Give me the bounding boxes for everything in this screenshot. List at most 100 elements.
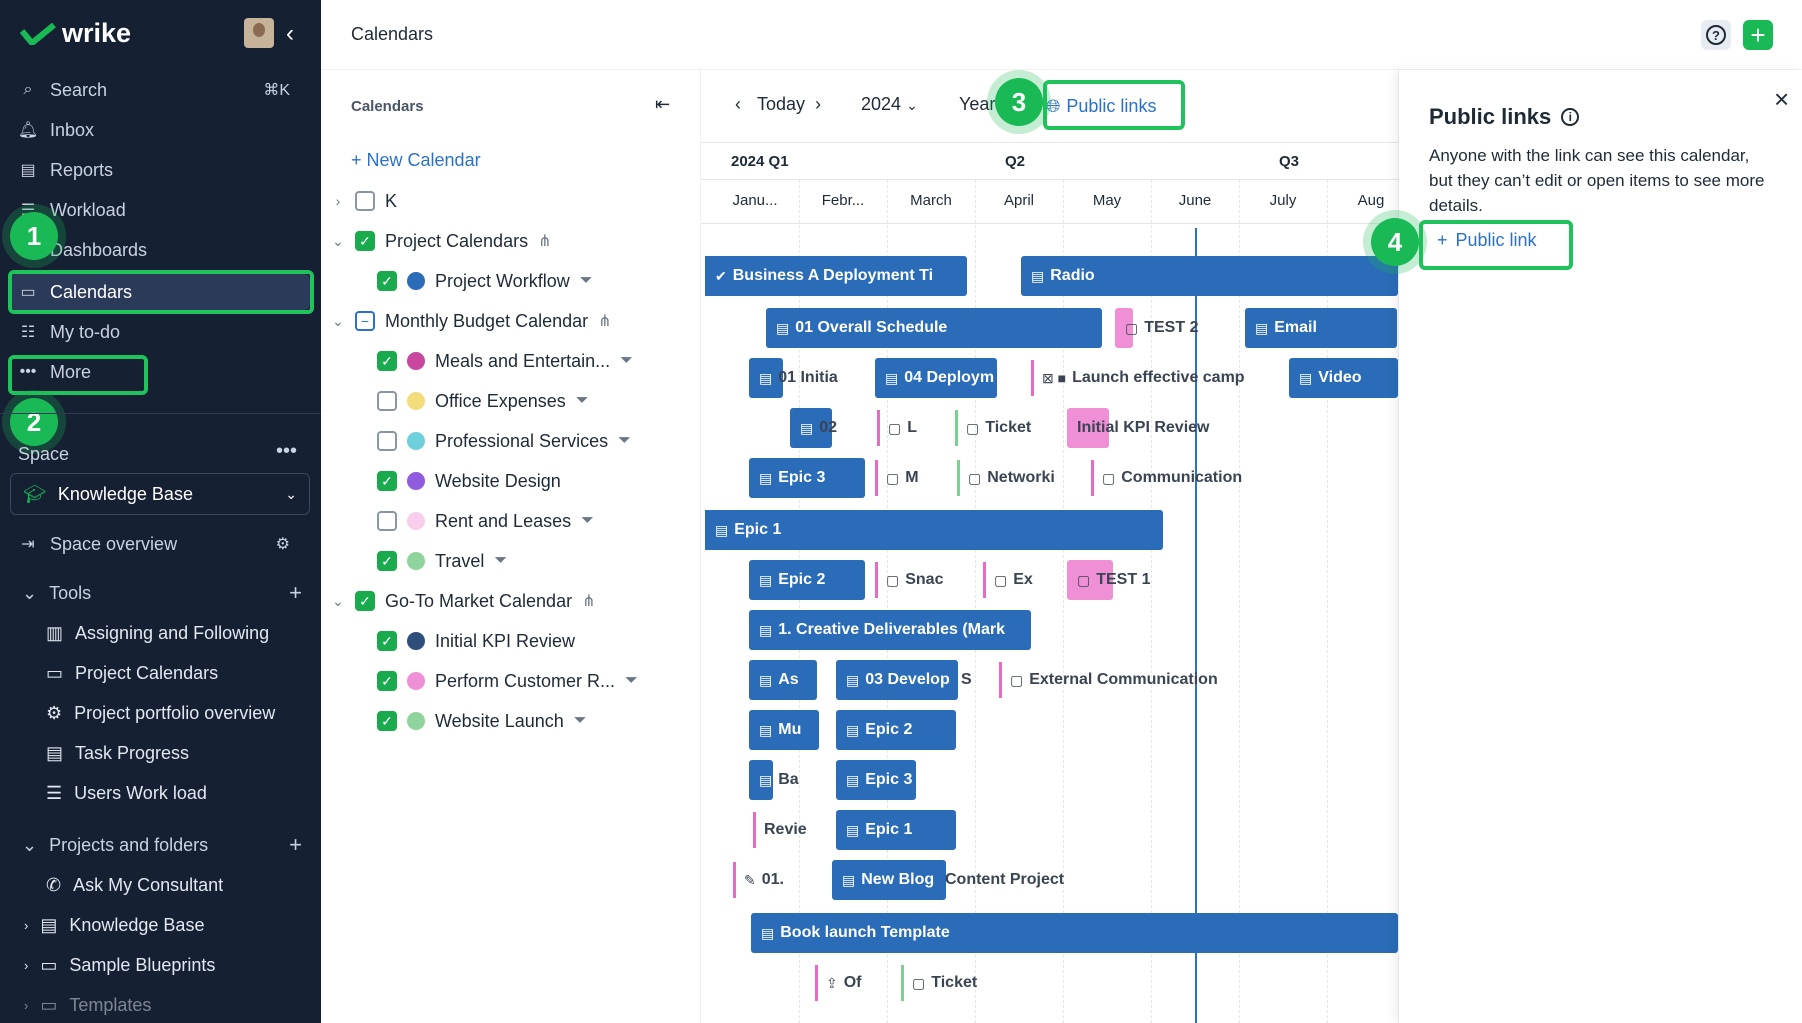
timeline-bar[interactable]: ▤04 Deploym <box>875 358 997 398</box>
timeline-bar[interactable] <box>1115 308 1133 348</box>
nav-workload[interactable]: ☰ Workload <box>18 192 308 228</box>
nav-reports[interactable]: ▤ Reports <box>18 152 308 188</box>
timeline-task[interactable]: ▢External Communication <box>999 662 1218 698</box>
filter-icon[interactable]: ⏷ <box>579 272 593 289</box>
tool-item[interactable]: ☰Users Work load <box>46 776 207 810</box>
timeline-task[interactable]: ▢TEST 2 <box>1117 310 1198 346</box>
share-icon[interactable]: ⋔ <box>582 593 596 610</box>
timeline-task[interactable]: ▢Ticket <box>955 410 1031 446</box>
checkbox[interactable] <box>377 511 397 531</box>
project-item[interactable]: ›▭Templates <box>24 988 151 1022</box>
calendar-row[interactable]: ✓Website Design <box>377 464 561 498</box>
timeline-bar[interactable] <box>1067 408 1109 448</box>
nav-my-todo[interactable]: ☷ My to-do <box>18 314 308 350</box>
calendar-row[interactable]: ⌄−Monthly Budget Calendar⋔ <box>331 304 612 338</box>
filter-icon[interactable]: ⏷ <box>618 432 631 449</box>
timeline-task[interactable]: ✎01. <box>733 862 784 898</box>
calendar-row[interactable]: ⌄✓Go-To Market Calendar⋔ <box>331 584 595 618</box>
filter-icon[interactable]: ⏷ <box>620 352 633 369</box>
add-project-icon[interactable]: + <box>289 832 302 857</box>
public-links-button[interactable]: 🌐︎Public links <box>1046 90 1156 122</box>
add-tool-icon[interactable]: + <box>289 580 302 605</box>
calendar-row[interactable]: Office Expenses⏷ <box>377 384 589 418</box>
timeline-bar[interactable]: ▤03 Develop <box>836 660 958 700</box>
timeline-bar[interactable]: ▤Epic 1 <box>836 810 956 850</box>
add-public-link-button[interactable]: +Public link <box>1437 230 1537 251</box>
calendar-row[interactable]: Professional Services⏷ <box>377 424 631 458</box>
today-button[interactable]: Today <box>757 94 806 114</box>
timeline-bar[interactable] <box>1067 560 1113 600</box>
timeline-task[interactable]: ▢Snac <box>875 562 943 598</box>
chevron-down-icon[interactable]: ⌄ <box>332 592 344 609</box>
nav-calendars[interactable]: ▭ Calendars <box>10 274 310 310</box>
checkbox[interactable] <box>377 391 397 411</box>
tool-item[interactable]: ▭Project Calendars <box>46 656 218 690</box>
timeline-task[interactable]: ▢L <box>877 410 917 446</box>
timeline-bar[interactable]: ▤Epic 3 <box>749 458 865 498</box>
checkbox[interactable]: ✓ <box>377 271 397 291</box>
project-item[interactable]: ›▭Sample Blueprints <box>24 948 215 982</box>
collapse-sidebar-icon[interactable]: ‹ <box>286 20 294 47</box>
timeline-task[interactable]: ▢M <box>875 460 919 496</box>
projects-section[interactable]: ⌄ Projects and folders + <box>22 828 302 862</box>
year-selector[interactable]: 2024 ⌄ <box>861 94 918 115</box>
tool-item[interactable]: ⚙︎Project portfolio overview <box>46 696 275 730</box>
timeline-task[interactable]: ▢TEST 1 <box>1069 562 1150 598</box>
project-item[interactable]: ✆Ask My Consultant <box>46 868 223 902</box>
nav-dashboards[interactable]: ▦ Dashboards <box>18 232 308 268</box>
checkbox[interactable]: − <box>355 311 375 331</box>
timeline-bar[interactable]: ▤Radio <box>1021 256 1398 296</box>
timeline-bar[interactable]: ▤Ba <box>749 760 799 800</box>
timeline-task[interactable]: Revie <box>753 812 807 848</box>
timeline-task[interactable]: S <box>953 662 972 698</box>
close-icon[interactable]: × <box>1774 84 1790 114</box>
checkbox[interactable]: ✓ <box>377 631 397 651</box>
checkbox[interactable]: ✓ <box>355 231 375 251</box>
nav-more[interactable]: ••• More <box>18 354 308 390</box>
filter-icon[interactable]: ⏷ <box>575 392 589 409</box>
timeline-bar[interactable]: ▤Epic 1 <box>705 510 1163 550</box>
nav-inbox[interactable]: 🔔︎ Inbox <box>18 112 308 148</box>
calendar-row[interactable]: ✓Initial KPI Review <box>377 624 575 658</box>
filter-icon[interactable]: ⏷ <box>625 672 638 689</box>
calendar-row[interactable]: ⌄✓Project Calendars⋔ <box>331 224 551 258</box>
checkbox[interactable] <box>377 431 397 451</box>
timeline-task[interactable]: Content Project <box>937 862 1064 898</box>
checkbox[interactable] <box>355 191 375 211</box>
share-icon[interactable]: ⋔ <box>598 313 612 330</box>
wrike-logo[interactable]: wrike <box>20 18 131 49</box>
timeline-bar[interactable]: ▤Email <box>1245 308 1397 348</box>
tool-item[interactable]: ▤Task Progress <box>46 736 189 770</box>
tools-section[interactable]: ⌄ Tools + <box>22 576 302 610</box>
filter-icon[interactable]: ⏷ <box>581 512 594 529</box>
add-button[interactable]: + <box>1743 20 1773 50</box>
calendar-row[interactable]: ✓Travel⏷ <box>377 544 507 578</box>
filter-icon[interactable]: ⏷ <box>573 712 587 729</box>
timeline-task[interactable]: ⊠ ■Launch effective camp <box>1031 360 1245 396</box>
timeline-bar[interactable]: ▤02 <box>790 408 837 448</box>
timeline-bar[interactable]: ▤Epic 2 <box>836 710 956 750</box>
timeline-bar[interactable]: ▤As <box>749 660 817 700</box>
collapse-panel-icon[interactable]: ⇤ <box>655 94 671 114</box>
calendar-row[interactable]: Rent and Leases⏷ <box>377 504 594 538</box>
chevron-right-icon[interactable]: › <box>335 193 341 209</box>
prev-icon[interactable]: ‹ <box>735 94 741 114</box>
timeline-bar[interactable]: ▤01 Initia <box>749 358 838 398</box>
calendar-row[interactable]: ✓Meals and Entertain...⏷ <box>377 344 633 378</box>
timeline-task[interactable]: Initial KPI Review <box>1069 410 1209 446</box>
timeline-task[interactable]: ⇪Of <box>815 965 862 1001</box>
timeline-bar[interactable]: ▤01 Overall Schedule <box>766 308 1102 348</box>
chevron-down-icon[interactable]: ⌄ <box>332 312 344 329</box>
checkbox[interactable]: ✓ <box>377 551 397 571</box>
filter-icon[interactable]: ⏷ <box>494 552 508 569</box>
timeline-bar[interactable]: ▤Mu <box>749 710 819 750</box>
space-options-icon[interactable]: ••• <box>276 440 298 462</box>
info-icon[interactable]: i <box>1561 108 1580 126</box>
timeline-bar[interactable]: ✔Business A Deployment Ti <box>705 256 967 296</box>
timeline-task[interactable]: ▢Communication <box>1091 460 1242 496</box>
space-overview[interactable]: ⇥ Space overview ⚙ <box>18 526 308 562</box>
checkbox[interactable]: ✓ <box>377 671 397 691</box>
checkbox[interactable]: ✓ <box>377 711 397 731</box>
timeline-bar[interactable]: ▤New Blog <box>832 860 946 900</box>
timeline-bar[interactable]: ▤1. Creative Deliverables (Mark <box>749 610 1031 650</box>
